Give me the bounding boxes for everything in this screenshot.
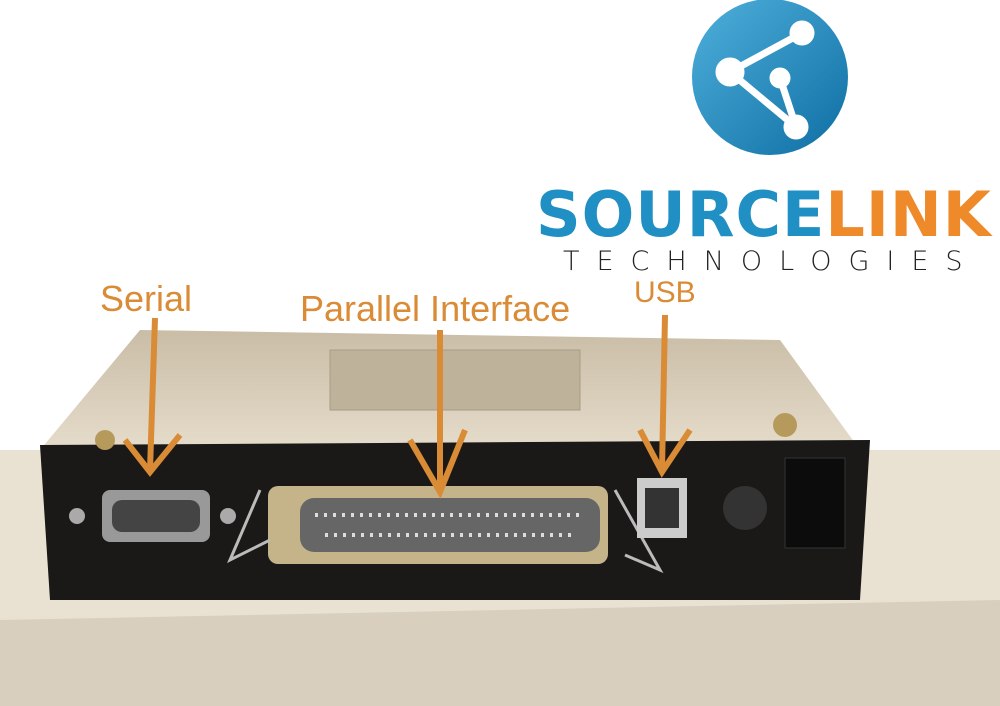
- serial-label: Serial: [100, 278, 193, 319]
- power-jack: [723, 486, 767, 530]
- brand-part2: LINK: [825, 178, 992, 251]
- logo-icon: [692, 0, 848, 155]
- brand-name: SOURCELINK: [536, 178, 992, 251]
- parallel-label: Parallel Interface: [300, 288, 571, 329]
- arrows: [122, 314, 693, 499]
- brand-part1: SOURCE: [536, 178, 826, 251]
- serial-port: [69, 490, 236, 542]
- usb-port: [637, 478, 687, 538]
- usb-label: USB: [634, 276, 696, 309]
- brand-tagline: TECHNOLOGIES: [563, 246, 980, 277]
- parallel-port: [227, 486, 664, 574]
- power-switch: [784, 457, 846, 549]
